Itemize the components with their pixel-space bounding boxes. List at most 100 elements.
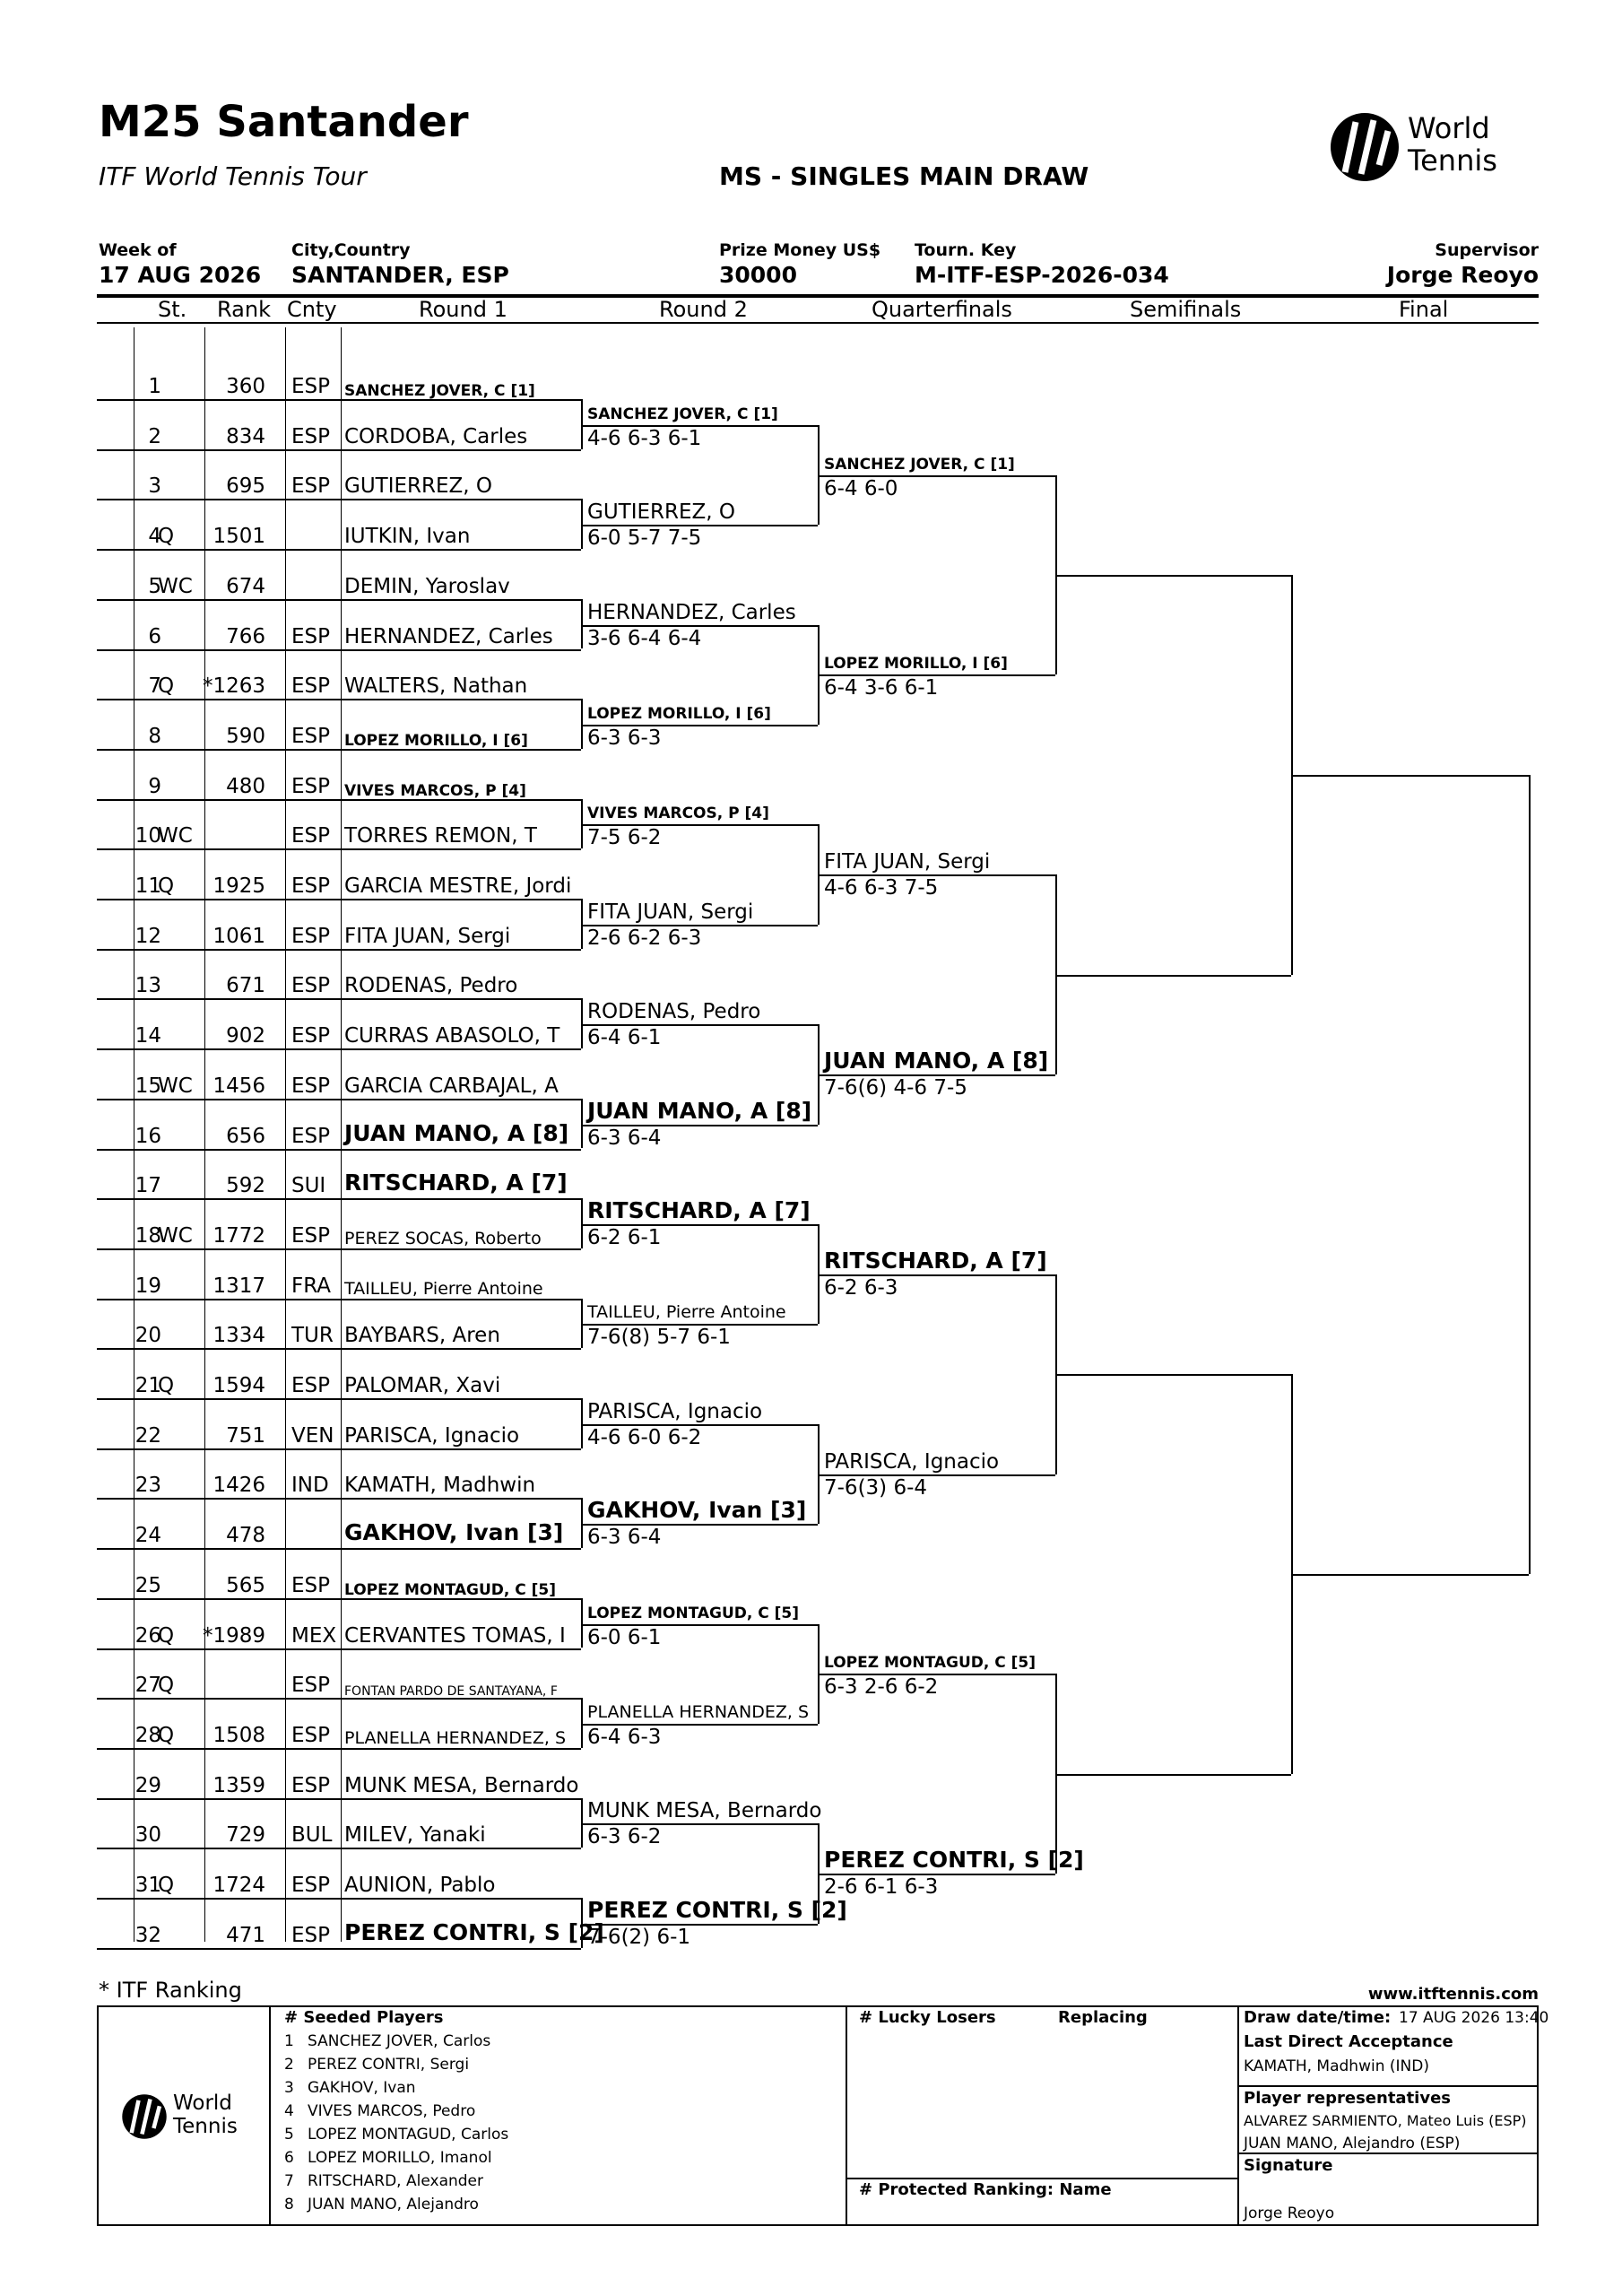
player-country: ESP xyxy=(291,874,331,898)
player-rank: *1989 xyxy=(202,1623,265,1648)
qf-score: 6-3 2-6 6-2 xyxy=(824,1675,939,1700)
player-rank: 592 xyxy=(226,1174,265,1198)
player-country: BUL xyxy=(291,1823,333,1848)
player-name: TAILLEU, Pierre Antoine xyxy=(344,1278,543,1299)
entry-status: Q xyxy=(158,1374,175,1397)
draw-position: 27 xyxy=(134,1674,161,1698)
player-country: ESP xyxy=(291,974,331,998)
r2-line xyxy=(582,424,818,427)
qf-winner-name: LOPEZ MORILLO, I [6] xyxy=(824,655,1008,674)
draw-position: 21 xyxy=(134,1374,161,1397)
player-line xyxy=(97,848,581,851)
r2-winner-name: PEREZ CONTRI, S [2] xyxy=(587,1896,847,1923)
city-label: City,Country xyxy=(291,240,411,260)
footer-divider-1 xyxy=(269,2005,271,2226)
player-line xyxy=(97,798,581,801)
r2-score: 6-3 6-4 xyxy=(587,1126,662,1150)
draw-position: 13 xyxy=(134,974,161,998)
r2-winner-name: GUTIERREZ, O xyxy=(587,500,735,525)
player-rank: 1334 xyxy=(213,1324,265,1348)
player-country: ESP xyxy=(291,375,331,398)
col-semifinals: Semifinals xyxy=(1130,297,1242,322)
r1-connector xyxy=(581,1298,583,1349)
qf-score: 6-4 3-6 6-1 xyxy=(824,676,939,700)
r2-connector xyxy=(818,1423,820,1525)
player-line xyxy=(97,1448,581,1450)
draw-position: 23 xyxy=(134,1474,161,1498)
draw-position: 1 xyxy=(148,375,161,398)
player-name: KAMATH, Madhwin xyxy=(344,1474,536,1498)
player-name: MUNK MESA, Bernardo xyxy=(344,1773,579,1797)
r2-winner-name: GAKHOV, Ivan [3] xyxy=(587,1497,807,1524)
qf-score: 6-4 6-0 xyxy=(824,476,898,500)
seed-number: 4 xyxy=(284,2102,294,2120)
draw-position: 2 xyxy=(148,424,161,448)
player-rank: 729 xyxy=(226,1823,265,1848)
footer-panel xyxy=(97,2005,1539,2226)
seed-player-name: SANCHEZ JOVER, Carlos xyxy=(308,2032,491,2050)
draw-position: 6 xyxy=(148,624,161,648)
footer-logo-word-1: World xyxy=(173,2092,232,2115)
player-country: ESP xyxy=(291,1723,331,1747)
player-line xyxy=(97,948,581,951)
city-value: SANTANDER, ESP xyxy=(291,262,509,288)
r2-line xyxy=(582,1224,818,1227)
qf-winner-name: PARISCA, Ignacio xyxy=(824,1449,1000,1474)
itf-ranking-note: * ITF Ranking xyxy=(99,1978,242,2003)
player-line xyxy=(97,1498,581,1500)
player-name: PEREZ CONTRI, S [2] xyxy=(344,1918,604,1945)
player-rank: 1061 xyxy=(213,924,265,948)
draw-position: 10 xyxy=(134,824,161,848)
player-rank: 902 xyxy=(226,1024,265,1048)
player-line xyxy=(97,1398,581,1400)
player-line xyxy=(97,448,581,451)
player-country: ESP xyxy=(291,624,331,648)
r2-winner-name: RITSCHARD, A [7] xyxy=(587,1197,811,1224)
col-cnty: Cnty xyxy=(287,297,337,322)
player-line xyxy=(97,1597,581,1600)
player-rank: 766 xyxy=(226,624,265,648)
qf-line xyxy=(819,1674,1055,1676)
player-rep-1: ALVAREZ SARMIENTO, Mateo Luis (ESP) xyxy=(1244,2112,1527,2129)
player-name: LOPEZ MORILLO, I [6] xyxy=(344,731,528,750)
r1-connector xyxy=(581,899,583,949)
qf-winner-name: FITA JUAN, Sergi xyxy=(824,850,991,874)
r1-connector xyxy=(581,499,583,550)
draw-position: 17 xyxy=(134,1174,161,1198)
r1-connector xyxy=(581,1898,583,1948)
col-sep-cnty xyxy=(285,327,286,1942)
r2-line xyxy=(582,1024,818,1027)
signature-rule xyxy=(1237,2152,1539,2154)
r1-connector xyxy=(581,998,583,1049)
entry-status: WC xyxy=(158,1074,193,1098)
sf-line xyxy=(1055,1374,1291,1377)
player-country: ESP xyxy=(291,1923,331,1947)
player-rank: 360 xyxy=(226,375,265,398)
r1-connector xyxy=(581,1498,583,1549)
player-rank: *1263 xyxy=(202,674,265,699)
seed-player-name: JUAN MANO, Alejandro xyxy=(308,2196,479,2213)
qf-score: 7-6(3) 6-4 xyxy=(824,1475,928,1500)
r2-line xyxy=(582,1524,818,1526)
r2-winner-name: JUAN MANO, A [8] xyxy=(587,1097,812,1124)
player-line xyxy=(97,1848,581,1850)
qf-winner-name: PEREZ CONTRI, S [2] xyxy=(824,1847,1084,1874)
col-final: Final xyxy=(1399,297,1449,322)
footer-logo: World Tennis xyxy=(121,2092,256,2145)
player-country: ESP xyxy=(291,1573,331,1597)
final-line xyxy=(1291,774,1529,777)
player-country: ESP xyxy=(291,1124,331,1148)
r2-connector xyxy=(818,1224,820,1325)
draw-position: 11 xyxy=(134,874,161,898)
player-name: CORDOBA, Carles xyxy=(344,424,528,448)
player-name: TORRES REMON, T xyxy=(344,824,537,848)
r2-line xyxy=(582,525,818,527)
seeded-players-header: # Seeded Players xyxy=(284,2008,444,2027)
player-name: HERNANDEZ, Carles xyxy=(344,624,553,648)
seed-number: 8 xyxy=(284,2196,294,2213)
draw-date-value: 17 AUG 2026 13:40 xyxy=(1399,2009,1549,2027)
r2-winner-name: SANCHEZ JOVER, C [1] xyxy=(587,404,778,423)
r1-connector xyxy=(581,1597,583,1648)
player-name: PLANELLA HERNANDEZ, S xyxy=(344,1727,567,1748)
header-rule-top xyxy=(97,294,1539,298)
